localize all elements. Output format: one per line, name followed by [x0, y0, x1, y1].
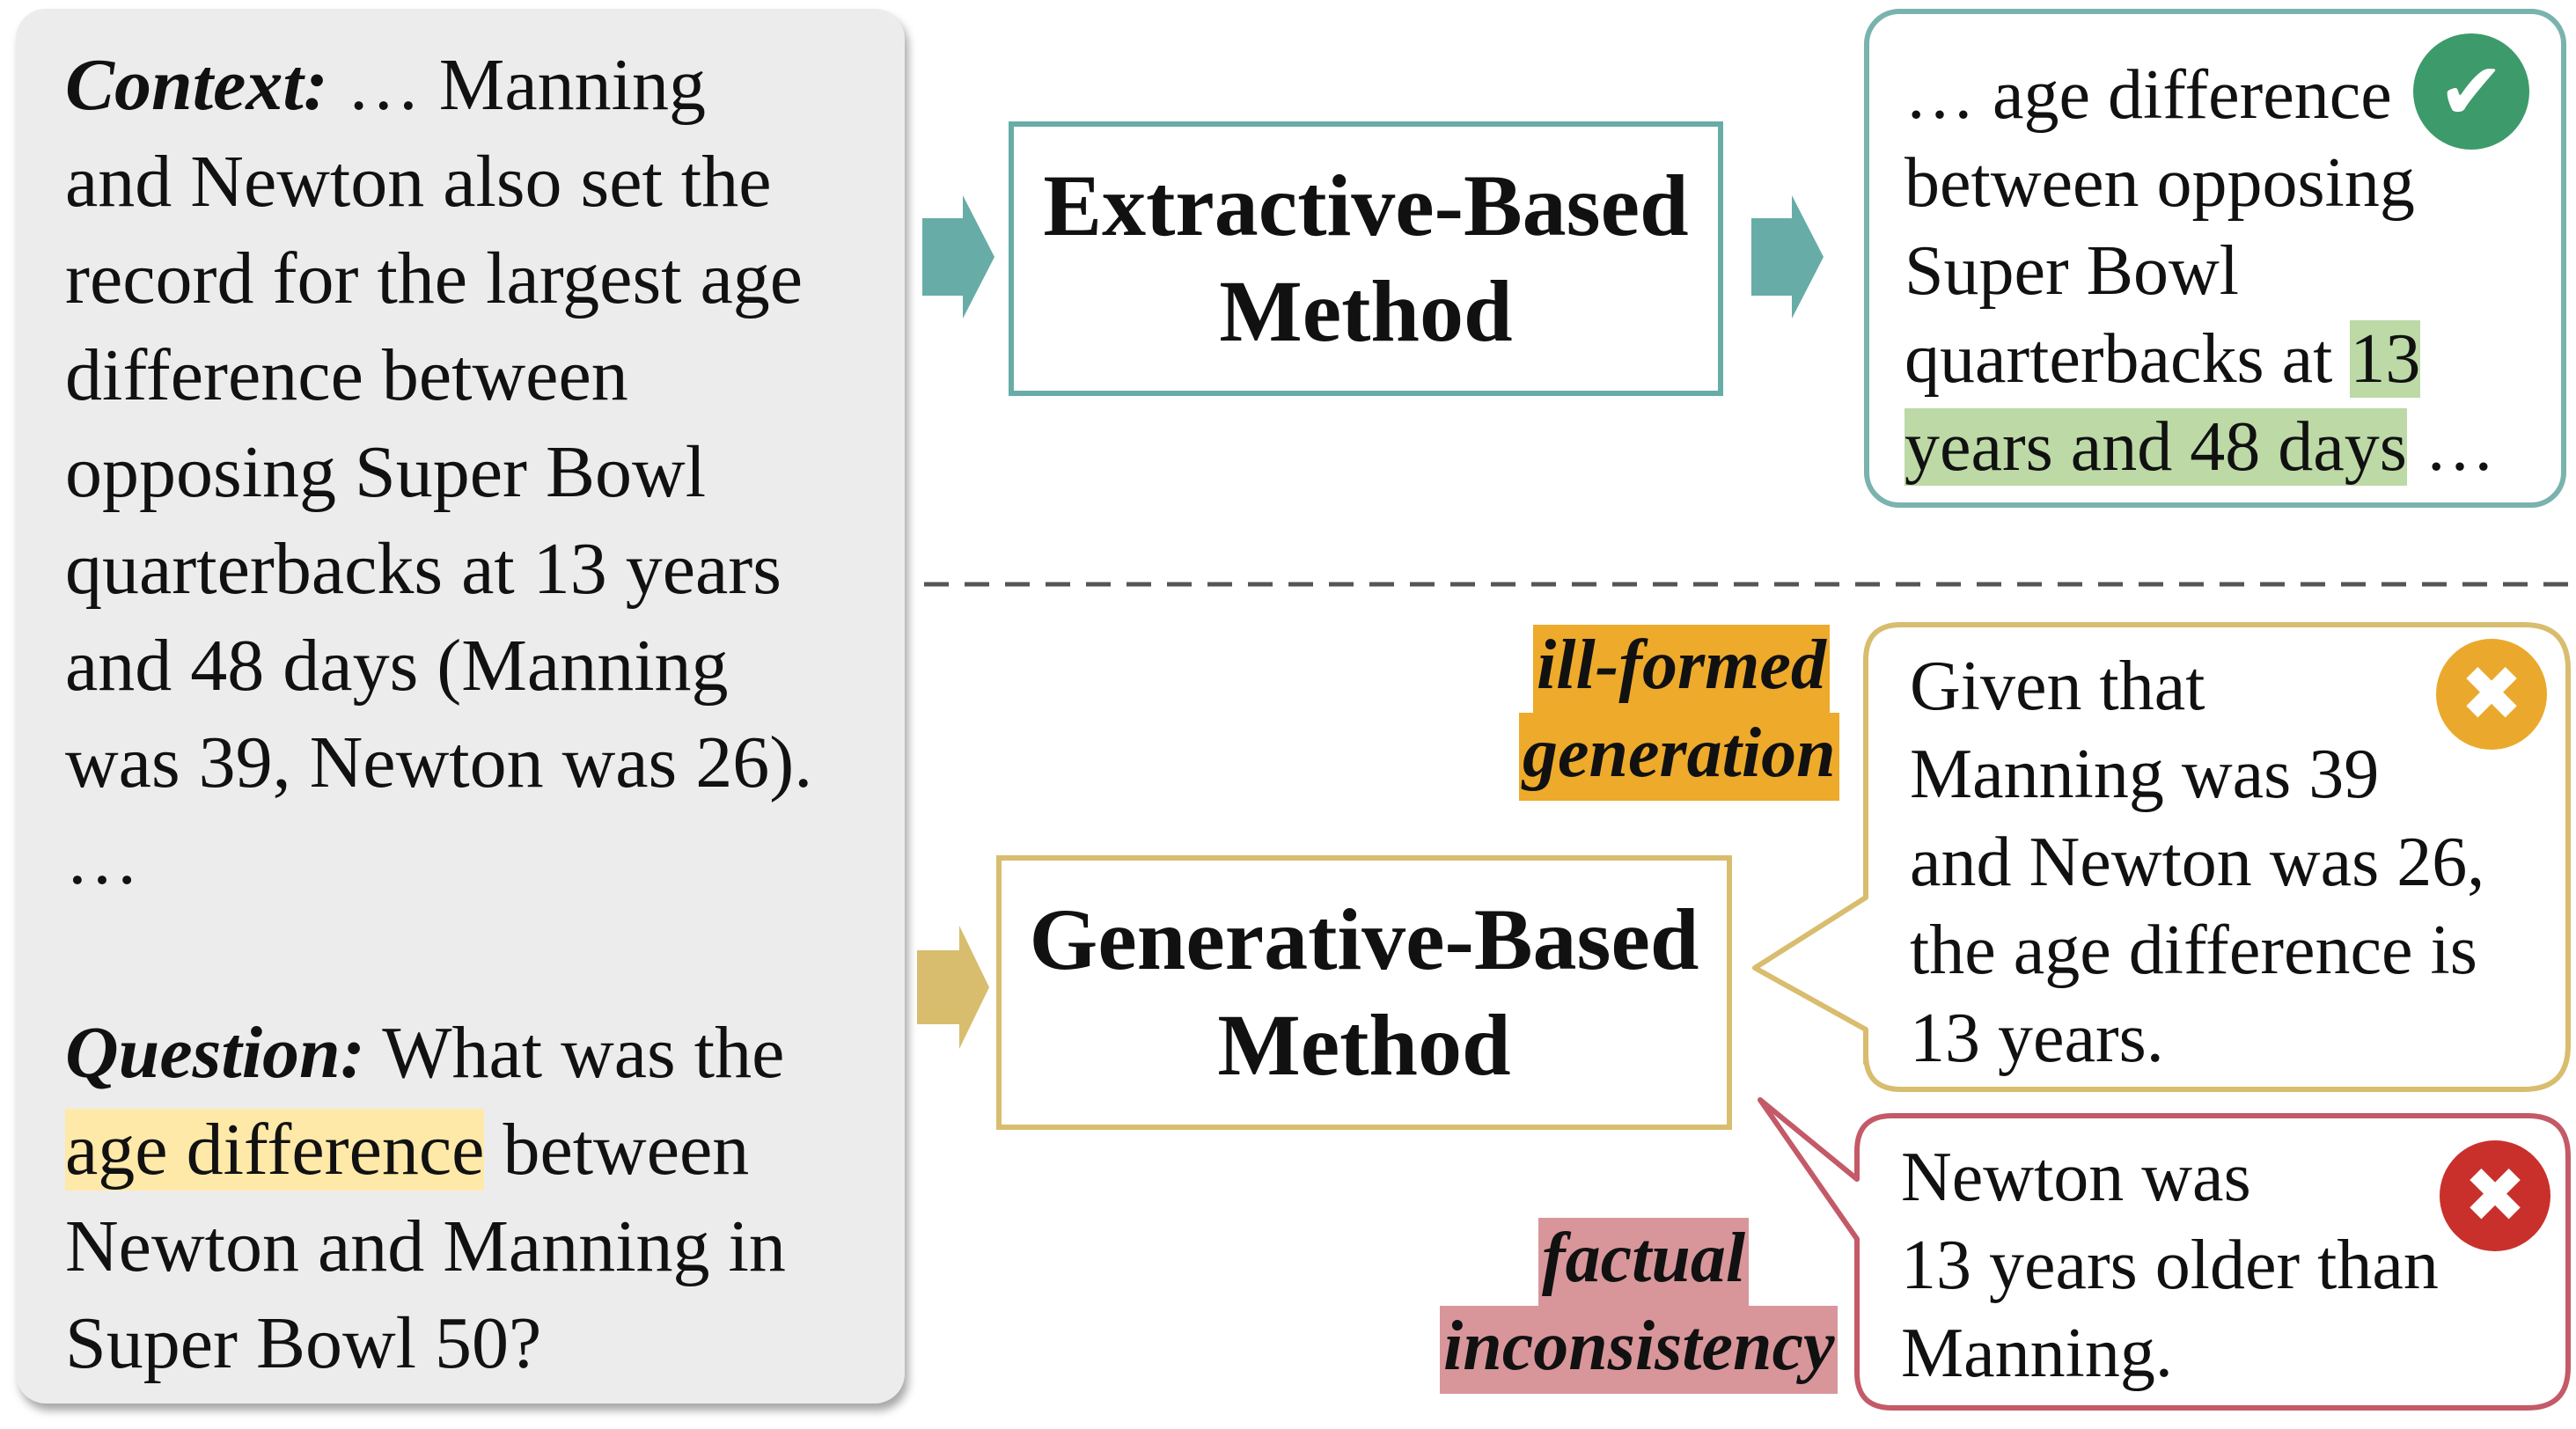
- context-line-6: quarterbacks at 13 years: [65, 528, 782, 610]
- question-line-2: age difference between: [65, 1109, 749, 1191]
- factual-tag-line2: inconsistency: [1440, 1306, 1838, 1394]
- arrow-to-extractive: [922, 195, 994, 319]
- factual-line-3: Manning.: [1901, 1315, 2173, 1392]
- context-line-7: and 48 days (Manning: [65, 625, 729, 707]
- factual-line-2: 13 years older than: [1901, 1227, 2439, 1304]
- context-label: Context:: [65, 44, 328, 126]
- extractive-result-ellipsis: …: [2406, 408, 2495, 486]
- check-icon: ✔: [2413, 33, 2529, 150]
- question-text-2: between: [484, 1109, 750, 1191]
- question-line-4: Super Bowl 50?: [65, 1302, 542, 1384]
- factual-tag-line1: factual: [1538, 1218, 1750, 1306]
- extractive-result-line-2: between opposing: [1904, 144, 2415, 222]
- context-line-8: was 39, Newton was 26).: [65, 722, 813, 803]
- question-highlight: age difference: [65, 1109, 485, 1191]
- context-line-5: opposing Super Bowl: [65, 431, 707, 513]
- question-text: What was the: [364, 1012, 785, 1094]
- extractive-result-line-5: years and 48 days …: [1904, 408, 2495, 486]
- cross-icon: ✖: [2440, 1140, 2550, 1251]
- factual-line-1: Newton was: [1901, 1139, 2251, 1216]
- context-line-4: difference between: [65, 334, 628, 416]
- extractive-result-line-4: quarterbacks at 13: [1904, 320, 2421, 398]
- ill-formed-tag-line1: ill-formed: [1533, 625, 1830, 713]
- arrow-from-extractive: [1751, 195, 1824, 319]
- extractive-result-text: quarterbacks at: [1904, 320, 2351, 398]
- context-line-2: and Newton also set the: [65, 141, 772, 223]
- question-line-1: Question: What was the: [65, 1016, 784, 1090]
- question-line-3: Newton and Manning in: [65, 1205, 786, 1287]
- extractive-answer-highlight-2: years and 48 days: [1904, 408, 2407, 486]
- question-label: Question:: [65, 1012, 365, 1094]
- extractive-title-line1: Extractive-Based: [1043, 157, 1689, 254]
- context-line-3: record for the largest age: [65, 238, 804, 319]
- arrow-to-generative: [917, 926, 989, 1049]
- extractive-result-line-3: Super Bowl: [1904, 232, 2239, 310]
- factual-bubble: [1758, 1097, 2571, 1411]
- context-panel: Context: … Manning and Newton also set t…: [16, 9, 905, 1403]
- ill-formed-line-5: 13 years.: [1910, 1000, 2164, 1077]
- context-line-1: Context: … Manning: [65, 48, 706, 122]
- extractive-result-box: … age difference between opposing Super …: [1864, 9, 2566, 508]
- extractive-method-box: Extractive-Based Method: [1009, 121, 1723, 396]
- generative-title-line2: Method: [1217, 996, 1511, 1094]
- ill-formed-line-4: the age difference is: [1910, 912, 2477, 989]
- generative-title-line1: Generative-Based: [1029, 890, 1699, 988]
- generative-method-box: Generative-Based Method: [996, 855, 1732, 1130]
- extractive-answer-highlight-1: 13: [2350, 320, 2421, 398]
- extractive-title-line2: Method: [1219, 262, 1513, 360]
- context-line-9: …: [65, 818, 139, 900]
- context-text: … Manning: [327, 44, 706, 126]
- ill-formed-line-1: Given that: [1910, 648, 2205, 725]
- ill-formed-line-2: Manning was 39: [1910, 736, 2380, 813]
- extractive-result-line-1: … age difference: [1904, 56, 2392, 134]
- ill-formed-line-3: and Newton was 26,: [1910, 824, 2485, 901]
- ill-formed-tag-line2: generation: [1519, 713, 1839, 801]
- ill-formed-bubble: [1752, 622, 2571, 1092]
- cross-icon: ✖: [2436, 639, 2547, 750]
